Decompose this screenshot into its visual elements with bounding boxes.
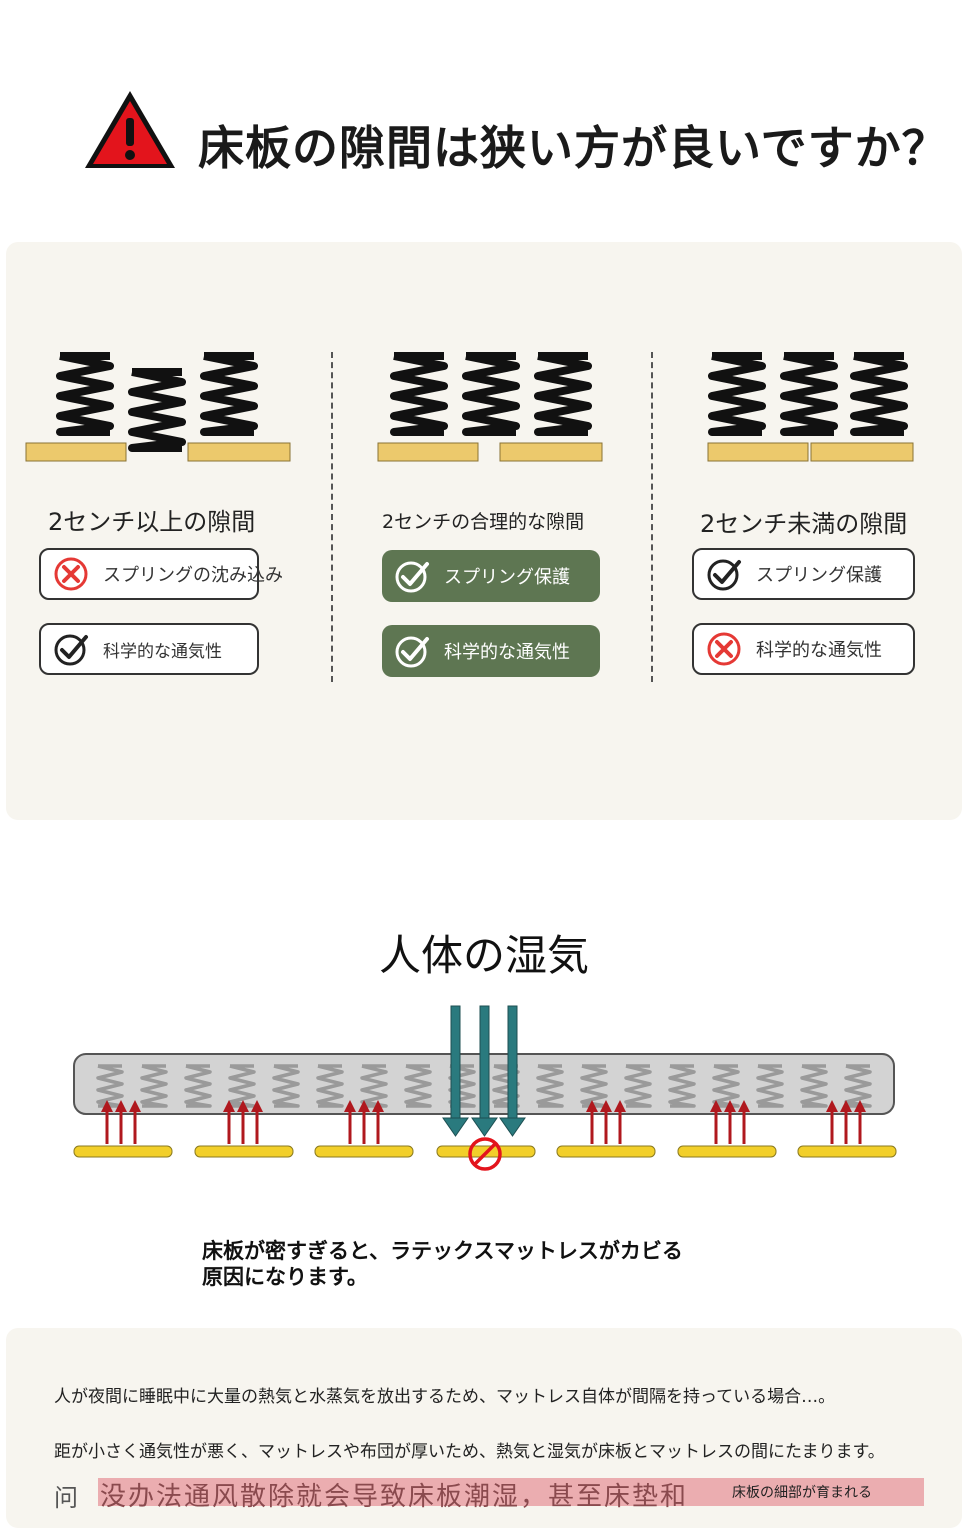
warning-triangle-icon	[85, 91, 175, 168]
feature-label: 科学的な通気性	[444, 642, 570, 663]
spring-gap-reasonable-illustration	[377, 340, 603, 462]
prohibited-icon	[468, 1137, 502, 1171]
column-divider	[331, 352, 333, 682]
check-circle-icon	[395, 636, 429, 668]
column-label-reasonable-gap: 2センチの合理的な隙間	[382, 511, 585, 533]
feature-ventilation-pill: 科学的な通気性	[39, 623, 259, 675]
page-title: 床板の隙間は狭い方が良いですか？	[198, 121, 949, 175]
feature-ventilation-pill: 科学的な通気性	[382, 625, 600, 677]
moisture-caption: 床板が密すぎると、ラテックスマットレスがカビる 原因になります。	[202, 1239, 683, 1289]
comparison-panel	[6, 242, 962, 820]
check-circle-icon	[54, 634, 88, 666]
moisture-section-title: 人体の湿気	[378, 931, 589, 980]
feature-label: スプリング保護	[444, 567, 570, 588]
feature-label: スプリングの沈み込み	[103, 565, 283, 586]
feature-ventilation-pill: 科学的な通気性	[692, 623, 915, 675]
spring-gap-narrow-illustration	[707, 340, 914, 462]
cross-circle-icon	[707, 632, 741, 666]
feature-spring-sinking-pill: スプリングの沈み込み	[39, 548, 283, 600]
column-label-narrow-gap: 2センチ未満の隙間	[700, 510, 908, 538]
column-label-wide-gap: 2センチ以上の隙間	[48, 508, 256, 536]
explanation-line-1: 人が夜間に睡眠中に大量の熱気と水蒸気を放出するため、マットレス自体が間隔を持って…	[54, 1387, 836, 1407]
highlighted-text: 没办法通风散除就会导致床板潮湿，甚至床垫和	[100, 1482, 689, 1512]
explanation-line-2: 距が小さく通気性が悪く、マットレスや布団が厚いため、熱気と湿気が床板とマットレス…	[54, 1442, 885, 1462]
bed-slats	[73, 1145, 897, 1158]
check-circle-icon	[395, 561, 429, 593]
feature-label: スプリング保護	[756, 565, 882, 586]
feature-label: 科学的な通気性	[756, 640, 882, 661]
feature-label: 科学的な通気性	[103, 641, 222, 662]
check-circle-icon	[707, 559, 741, 591]
spring-gap-wide-illustration	[25, 340, 291, 462]
cross-circle-icon	[54, 557, 88, 591]
explanation-line-3-start: 问	[54, 1484, 78, 1512]
moisture-up-arrows	[101, 1100, 866, 1144]
feature-spring-protection-pill: スプリング保護	[382, 550, 600, 602]
column-divider	[651, 352, 653, 682]
body-moisture-down-arrows	[442, 1005, 526, 1137]
detail-badge: 床板の細部が育まれる	[732, 1485, 872, 1501]
feature-spring-protection-pill: スプリング保護	[692, 548, 915, 600]
mattress-moisture-diagram	[73, 1005, 897, 1171]
